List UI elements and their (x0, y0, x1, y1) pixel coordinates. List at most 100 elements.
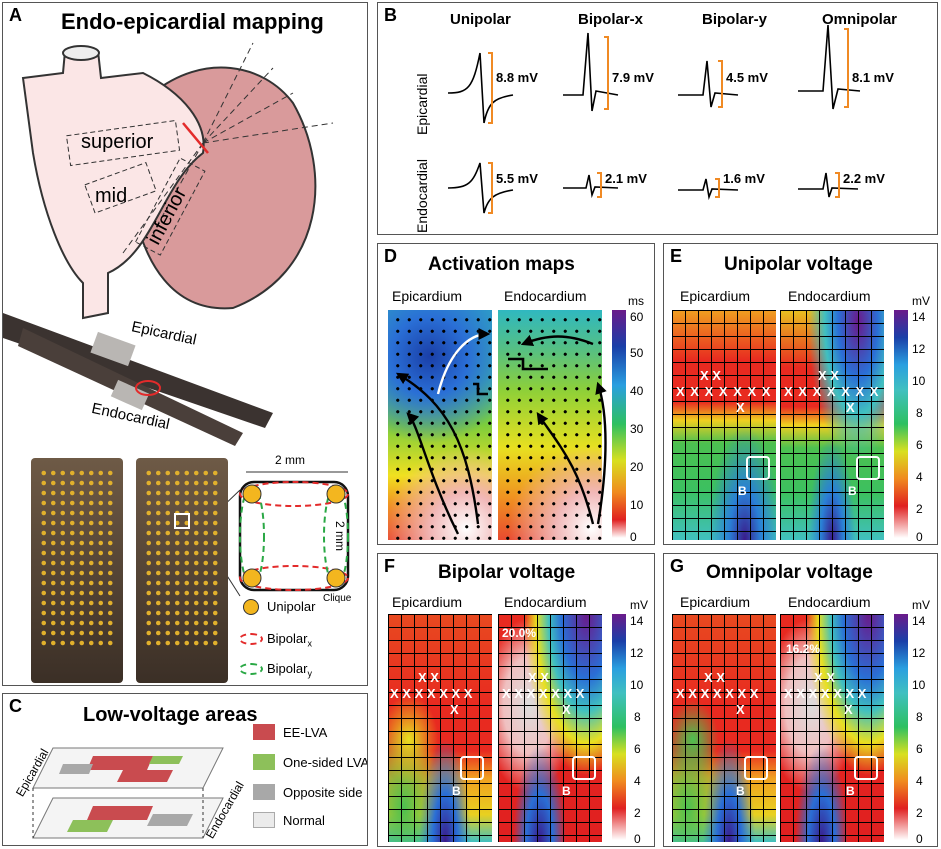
x-marker: X (749, 686, 759, 701)
x-marker: X (528, 670, 537, 685)
x-marker: X (676, 384, 686, 399)
epi-bipy-value: 4.5 mV (726, 70, 768, 85)
endo-grid-g (780, 614, 884, 842)
omnipolar-map-endo (780, 614, 884, 842)
x-marker: X (808, 686, 818, 701)
panel-g: G Omnipolar voltage Epicardium Endocardi… (663, 553, 938, 847)
x-marker: X (690, 384, 700, 399)
bipolar-tick-6: 6 (634, 742, 641, 756)
endo-unipolar-value: 5.5 mV (496, 171, 538, 186)
omnipolar-tick-2: 2 (916, 806, 923, 820)
x-marker: X (826, 384, 837, 399)
b-label-endo-f: B (562, 784, 571, 798)
x-marker: X (426, 686, 436, 701)
region-mid: mid (95, 185, 128, 207)
omnipolar-tick-0: 0 (916, 832, 923, 846)
endo-bipx-trace (563, 172, 619, 199)
electrode-strip-left (31, 458, 123, 683)
electrode-dots-left (39, 468, 115, 648)
legend-unipolar-label: Unipolar (267, 599, 316, 614)
b-label-endo-g: B (846, 784, 855, 798)
activation-tick-40: 40 (630, 384, 644, 398)
legend-bipolar-y-sub: y (307, 668, 312, 679)
x-marker: X (526, 686, 536, 701)
legend-bipolar-x-text: Bipolar (267, 631, 308, 646)
epi-unipolar-value: 8.8 mV (496, 70, 538, 85)
x-marker: X (796, 686, 805, 701)
bipolar-tick-8: 8 (634, 710, 641, 724)
x-marker: X (747, 384, 758, 399)
panel-g-label: G (670, 556, 685, 576)
x-low-epi-e: X (736, 400, 745, 415)
legend-unipolar-icon (243, 599, 259, 615)
x-marker: X (712, 368, 721, 383)
x-marker: X (716, 670, 725, 685)
panel-f-left-label: Epicardium (392, 594, 463, 610)
col-omnipolar: Omnipolar (822, 11, 898, 28)
x-marker: X (820, 686, 830, 701)
x-marker: X (761, 384, 772, 399)
x-marker: X (718, 384, 729, 399)
x-marker: X (818, 368, 827, 383)
x-low-endo-g: X (844, 702, 853, 717)
panel-c: C Low-voltage areas Epicardial Endocardi… (2, 693, 368, 846)
x-marker: X (725, 686, 734, 701)
x-row-epi-f: X X X X X X X (390, 686, 472, 701)
omnipolar-unit: mV (912, 598, 930, 612)
activation-tick-50: 50 (630, 346, 644, 360)
x-row-endo-e: X X X X X X X (784, 384, 879, 399)
x-marker: X (390, 686, 399, 701)
x-row-endo-g: X X X X X X X (784, 686, 866, 701)
x-marker: X (676, 686, 685, 701)
clique-label: Clique (323, 593, 352, 604)
x-marker: X (700, 368, 709, 383)
x-marker: X (798, 384, 808, 399)
unipolar-tick-6: 6 (916, 438, 923, 452)
unipolar-tick-8: 8 (916, 406, 923, 420)
x-marker: X (712, 686, 722, 701)
x-marker: X (826, 670, 835, 685)
panel-c-title: Low-voltage areas (83, 704, 258, 726)
x-marker: X (784, 686, 793, 701)
x-marker: X (551, 686, 560, 701)
egm-traces (447, 24, 861, 214)
x-marker: X (814, 670, 823, 685)
x-marker: X (463, 686, 473, 701)
legend-one-sided: One-sided LVA (283, 755, 368, 770)
activation-arrows (395, 328, 607, 535)
x-top-epi-g: X X (704, 670, 725, 685)
b-label-epi-f: B (452, 784, 461, 798)
activation-tick-20: 20 (630, 460, 644, 474)
omnipolar-tick-6: 6 (916, 742, 923, 756)
x-marker: X (812, 384, 823, 399)
b-square-endo-e (856, 456, 880, 480)
col-bipolar-y: Bipolar-y (702, 11, 768, 28)
legend-bipolar-x-sub: x (307, 638, 312, 649)
clique-dim-v: 2 mm (333, 521, 347, 551)
panel-f-right-label: Endocardium (504, 594, 587, 610)
x-marker: X (439, 686, 448, 701)
x-marker: X (736, 702, 745, 717)
unipolar-unit: mV (912, 294, 930, 308)
panel-d-label: D (384, 246, 397, 266)
unipolar-tick-0: 0 (916, 530, 923, 544)
x-markers-endo-e: X X (818, 368, 839, 383)
epicardial-layer (32, 747, 224, 789)
omnipolar-tick-8: 8 (916, 710, 923, 724)
activation-colorbar (612, 310, 626, 538)
legend-bipolar-y-text: Bipolar (267, 661, 308, 676)
bipolar-tick-2: 2 (634, 806, 641, 820)
endo-grid-f (498, 614, 602, 842)
vena-cava (62, 45, 100, 61)
clique-dim-h: 2 mm (275, 453, 305, 467)
x-marker: X (855, 384, 866, 399)
panel-g-right-label: Endocardium (788, 594, 871, 610)
unipolar-map-endo (780, 310, 884, 540)
x-marker: X (414, 686, 424, 701)
endo-omni-trace (798, 172, 859, 198)
x-marker: X (841, 384, 851, 399)
panel-a-label: A (9, 5, 22, 25)
x-marker: X (736, 400, 745, 415)
x-marker: X (450, 702, 459, 717)
legend-normal-swatch (253, 812, 275, 828)
